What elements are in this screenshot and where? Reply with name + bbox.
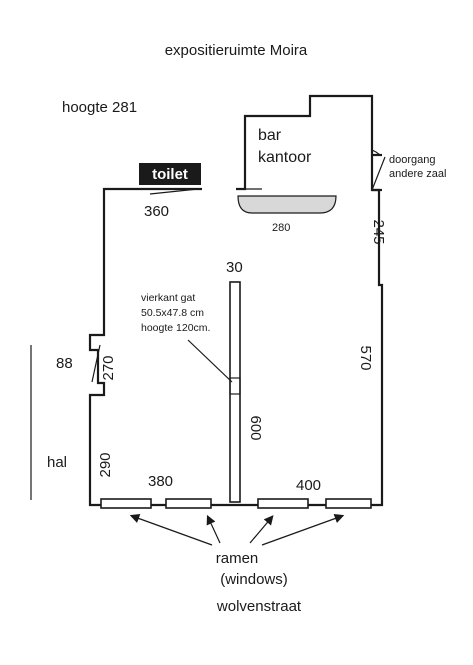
dimension-bottom-right: 400 — [296, 477, 321, 494]
kantoor-label: kantoor — [258, 149, 312, 166]
hole-note-line2: 50.5x47.8 cm — [141, 307, 204, 319]
dimension-partition-length: 600 — [247, 415, 264, 440]
dimension-bottom-left: 380 — [148, 473, 173, 490]
doorway-swing — [371, 156, 386, 191]
toilet-box — [139, 163, 201, 185]
window-4 — [325, 498, 372, 509]
window-arrow-4 — [261, 513, 345, 546]
dimension-right-upper: 245 — [370, 219, 387, 244]
window-arrow-1 — [129, 513, 213, 546]
doorway-note-line2: andere zaal — [389, 168, 447, 180]
doorway-note-line1: doorgang — [389, 154, 436, 166]
window-1 — [100, 498, 152, 509]
street-label: wolvenstraat — [216, 598, 302, 615]
window-3 — [257, 498, 309, 509]
hall-label: hal — [47, 454, 67, 471]
window-arrow-3 — [249, 515, 274, 544]
dimension-partition-width: 30 — [226, 259, 243, 276]
dimension-left-upper: 270 — [100, 355, 117, 380]
windows-translation-label: (windows) — [220, 571, 288, 588]
toilet-label: toilet — [152, 166, 188, 183]
left-door-swing — [91, 344, 101, 383]
dimension-left-door: 88 — [56, 355, 73, 372]
window-arrow-2 — [206, 514, 221, 544]
hole-note-line3: hoogte 120cm. — [141, 322, 210, 334]
bar-counter — [237, 195, 337, 214]
hole-note-line1: vierkant gat — [141, 292, 195, 304]
hole-pointer — [187, 339, 233, 383]
dimension-left-lower: 290 — [97, 452, 114, 477]
windows-label: ramen — [216, 550, 259, 567]
dimension-counter: 280 — [272, 222, 290, 234]
bar-label: bar — [258, 127, 282, 144]
plan-title: expositieruimte Moira — [165, 42, 308, 59]
dimension-top-wall: 360 — [144, 203, 169, 220]
dimension-right-lower: 570 — [357, 345, 374, 370]
center-partition — [229, 281, 241, 503]
outer-wall-main — [88, 94, 384, 507]
square-hole — [229, 377, 241, 395]
height-label: hoogte 281 — [62, 99, 137, 116]
toilet-door — [149, 188, 202, 195]
window-2 — [165, 498, 212, 509]
